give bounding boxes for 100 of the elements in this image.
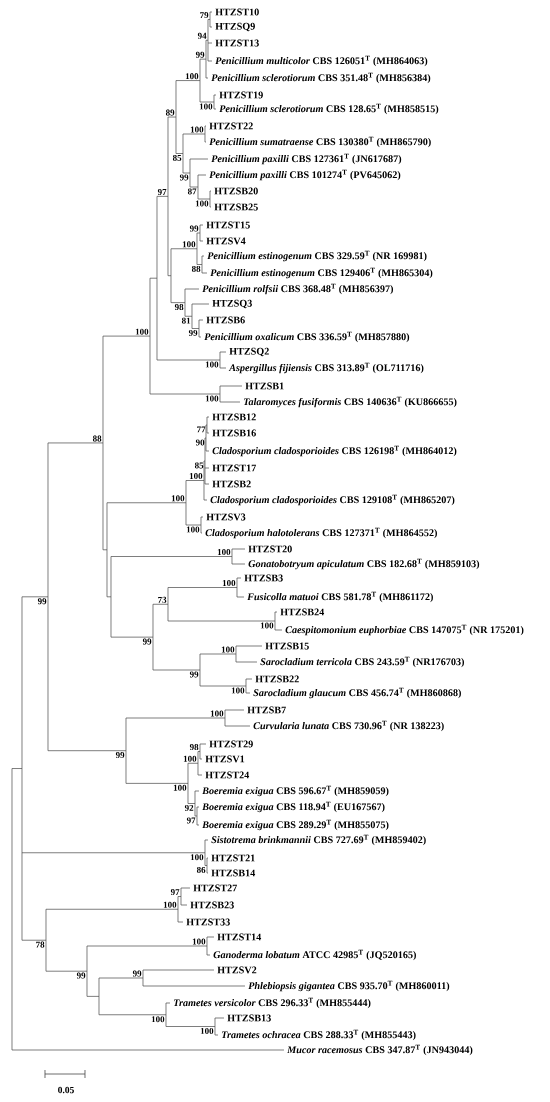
bootstrap-value: 89 bbox=[165, 109, 175, 116]
taxon-label: HTZSB1 bbox=[245, 382, 284, 390]
bootstrap-value: 97 bbox=[186, 817, 196, 824]
bootstrap-value: 100 bbox=[205, 361, 219, 368]
bootstrap-value: 88 bbox=[191, 265, 201, 272]
bootstrap-value: 100 bbox=[186, 526, 200, 533]
taxon-label: Fusicolla matuoi CBS 581.78$^{T}$ (MH861172) bbox=[247, 591, 433, 603]
taxon-label: Phlebiopsis gigantea CBS 935.70$^{T}$ (MH860011) bbox=[248, 980, 450, 992]
bootstrap-value: 100 bbox=[151, 1016, 165, 1023]
taxon-label: HTZSB13 bbox=[227, 1014, 271, 1022]
bootstrap-value: 99 bbox=[132, 970, 142, 977]
bootstrap-value: 73 bbox=[158, 596, 167, 603]
bootstrap-value: 100 bbox=[260, 622, 274, 629]
taxon-label: HTZSB22 bbox=[255, 675, 299, 683]
taxon-label: Penicillium sclerotiorum CBS 128.65$^{T}$ (MH858515) bbox=[219, 103, 439, 115]
taxon-label: Cladosporium halotolerans CBS 127371$^{T}$ (MH864552) bbox=[205, 527, 437, 539]
bootstrap-value: 100 bbox=[171, 495, 185, 502]
bootstrap-value: 86 bbox=[196, 866, 206, 873]
taxon-label: Trametes ochracea CBS 288.33$^{T}$ (MH855443) bbox=[221, 1029, 416, 1041]
taxon-label: Caespitomonium euphorbiae CBS 147075$^{T}$ (NR 175201) bbox=[285, 624, 524, 636]
taxon-label: HTZSQ9 bbox=[215, 22, 255, 32]
bootstrap-value: 81 bbox=[181, 317, 191, 324]
taxon-label: HTZSQ2 bbox=[229, 347, 269, 357]
taxon-label: HTZST20 bbox=[248, 545, 292, 553]
bootstrap-value: 85 bbox=[194, 462, 204, 469]
taxon-label: HTZST22 bbox=[209, 122, 253, 130]
taxon-label: Penicillium sumatraense CBS 130380$^{T}$ (MH865790) bbox=[209, 136, 431, 148]
taxon-label: HTZSV3 bbox=[206, 513, 246, 521]
taxon-label: HTZST19 bbox=[219, 91, 263, 99]
taxon-label: HTZSQ3 bbox=[212, 299, 252, 309]
taxon-label: Penicillium estinogenum CBS 129406$^{T}$ (MH865304) bbox=[210, 267, 433, 279]
taxon-label: HTZSB20 bbox=[214, 187, 258, 195]
taxon-label: HTZST10 bbox=[215, 8, 259, 16]
bootstrap-value: 87 bbox=[187, 188, 197, 195]
taxon-label: Trametes versicolor CBS 296.33$^{T}$ (MH855444) bbox=[173, 997, 371, 1009]
bootstrap-value: 100 bbox=[195, 200, 209, 207]
bootstrap-value: 88 bbox=[92, 435, 102, 442]
taxon-label: HTZST24 bbox=[205, 771, 250, 779]
bootstrap-value: 97 bbox=[170, 889, 180, 896]
bootstrap-value: 99 bbox=[189, 225, 199, 232]
bootstrap-value: 85 bbox=[172, 154, 182, 161]
taxon-label: HTZSB16 bbox=[212, 429, 256, 437]
bootstrap-value: 100 bbox=[163, 901, 177, 908]
taxon-label: HTZST21 bbox=[211, 854, 255, 862]
taxon-label: HTZSV2 bbox=[217, 966, 257, 974]
scale-label: 0.05 bbox=[58, 1086, 74, 1094]
taxon-label: HTZST17 bbox=[212, 464, 256, 472]
taxon-label: Boeremia exigua CBS 118.94$^{T}$ (EU167567) bbox=[202, 801, 385, 813]
taxon-label: HTZSV1 bbox=[205, 755, 245, 763]
taxon-label: Curvularia lunata CBS 730.96$^{T}$ (NR 138223) bbox=[253, 720, 444, 732]
taxon-label: HTZSB24 bbox=[280, 608, 325, 616]
taxon-label: HTZST14 bbox=[217, 933, 262, 941]
bootstrap-value: 100 bbox=[185, 73, 199, 80]
taxon-label: Sarocladium terricola CBS 243.59$^{T}$ (NR176703) bbox=[260, 656, 464, 668]
bootstrap-value: 99 bbox=[115, 752, 125, 759]
taxon-label: Mucor racemosus CBS 347.87$^{T}$ (JN943044) bbox=[287, 1044, 473, 1056]
taxon-label: Boeremia exigua CBS 596.67$^{T}$ (MH859059) bbox=[202, 785, 389, 797]
taxon-label: Penicillium oxalicum CBS 336.59$^{T}$ (MH857880) bbox=[204, 331, 410, 343]
bootstrap-value: 92 bbox=[184, 804, 194, 811]
taxon-label: HTZSB7 bbox=[247, 706, 286, 714]
taxon-label: HTZSB6 bbox=[206, 316, 245, 324]
taxon-label: HTZST33 bbox=[186, 918, 230, 926]
bootstrap-value: 78 bbox=[36, 941, 45, 948]
bootstrap-value: 100 bbox=[231, 687, 245, 694]
taxon-label: Sistotrema brinkmannii CBS 727.69$^{T}$ (MH859402) bbox=[211, 834, 426, 846]
taxon-label: Penicillium multicolor CBS 126051$^{T}$ (MH864063) bbox=[215, 55, 428, 67]
bootstrap-value: 100 bbox=[183, 755, 197, 762]
bootstrap-value: 79 bbox=[200, 12, 209, 19]
taxon-label: HTZST15 bbox=[206, 221, 250, 229]
bootstrap-value: 99 bbox=[189, 671, 199, 678]
taxon-label: Sarocladium glaucum CBS 456.74$^{T}$ (MH860868) bbox=[253, 687, 461, 699]
bootstrap-value: 100 bbox=[205, 395, 219, 402]
bootstrap-value: 97 bbox=[157, 188, 167, 195]
bootstrap-value: 98 bbox=[189, 744, 199, 751]
bootstrap-value: 99 bbox=[142, 638, 152, 645]
taxon-label: Penicillium paxilli CBS 101274$^{T}$ (PV645062) bbox=[209, 169, 401, 181]
bootstrap-value: 100 bbox=[222, 580, 236, 587]
taxon-label: Cladosporium cladosporioides CBS 126198$^{T}$ (MH864012) bbox=[212, 445, 457, 457]
taxon-label: HTZST27 bbox=[193, 884, 237, 892]
taxon-label: Penicillium estinogenum CBS 329.59$^{T}$ (NR 169981) bbox=[207, 250, 427, 262]
bootstrap-value: 100 bbox=[182, 241, 196, 248]
taxon-label: Cladosporium cladosporioides CBS 129108$^{T}$ (MH865207) bbox=[210, 494, 455, 506]
bootstrap-value: 99 bbox=[179, 174, 189, 181]
taxon-label: HTZSB15 bbox=[265, 642, 309, 650]
taxon-label: HTZSB25 bbox=[214, 203, 258, 211]
taxon-label: Penicillium rolfsii CBS 368.48$^{T}$ (MH856397) bbox=[202, 283, 393, 295]
taxon-label: Gonatobotryum apiculatum CBS 182.68$^{T}$ (MH859103) bbox=[248, 558, 480, 570]
bootstrap-value: 100 bbox=[173, 784, 187, 791]
bootstrap-value: 100 bbox=[190, 126, 204, 133]
bootstrap-value: 100 bbox=[210, 710, 224, 717]
taxon-label: HTZST29 bbox=[209, 740, 253, 748]
taxon-label: HTZSB3 bbox=[244, 574, 283, 582]
taxon-label: Aspergillus fijiensis CBS 313.89$^{T}$ (OL711716) bbox=[228, 362, 424, 374]
bootstrap-value: 100 bbox=[190, 854, 204, 861]
taxon-label: HTZSB12 bbox=[212, 413, 256, 421]
bootstrap-value: 99 bbox=[76, 972, 86, 979]
bootstrap-value: 98 bbox=[174, 304, 184, 311]
bootstrap-value: 100 bbox=[199, 103, 213, 110]
bootstrap-value: 99 bbox=[195, 51, 205, 58]
taxon-label: Ganoderma lobatum ATCC 42985$^{T}$ (JQ520165) bbox=[213, 949, 416, 961]
